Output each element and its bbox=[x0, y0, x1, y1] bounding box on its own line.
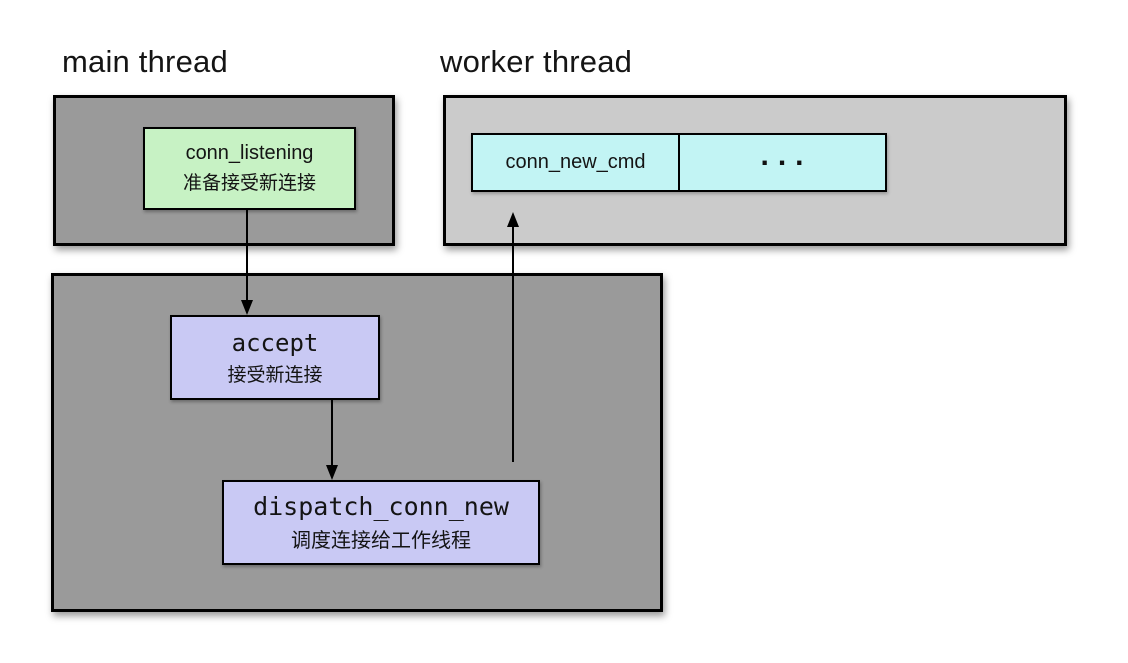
conn-listening-node: conn_listening 准备接受新连接 bbox=[143, 127, 356, 210]
arrow-dispatch-to-queue-head bbox=[507, 212, 519, 227]
dispatch-conn-new-desc: 调度连接给工作线程 bbox=[291, 530, 471, 552]
conn-new-cmd-cell: conn_new_cmd bbox=[473, 135, 680, 190]
accept-desc: 接受新连接 bbox=[227, 364, 323, 386]
conn-listening-label: conn_listening bbox=[185, 142, 314, 164]
accept-label: accept bbox=[231, 328, 319, 357]
accept-node: accept 接受新连接 bbox=[170, 315, 380, 400]
worker-queue-row: conn_new_cmd ... bbox=[471, 133, 887, 192]
conn-listening-desc: 准备接受新连接 bbox=[182, 173, 316, 194]
worker-thread-title: worker thread bbox=[440, 44, 633, 79]
dispatch-conn-new-node: dispatch_conn_new 调度连接给工作线程 bbox=[222, 480, 540, 565]
arrow-listening-to-accept-head bbox=[241, 300, 253, 315]
arrow-listening-to-accept-line bbox=[246, 210, 248, 302]
arrow-dispatch-to-queue-line bbox=[512, 227, 514, 462]
arrow-accept-to-dispatch-line bbox=[331, 400, 333, 466]
arrow-accept-to-dispatch-head bbox=[326, 465, 338, 480]
queue-ellipsis-cell: ... bbox=[680, 135, 885, 190]
queue-ellipsis-label: ... bbox=[760, 138, 813, 172]
main-thread-title: main thread bbox=[62, 44, 228, 79]
dispatch-conn-new-label: dispatch_conn_new bbox=[253, 492, 509, 521]
